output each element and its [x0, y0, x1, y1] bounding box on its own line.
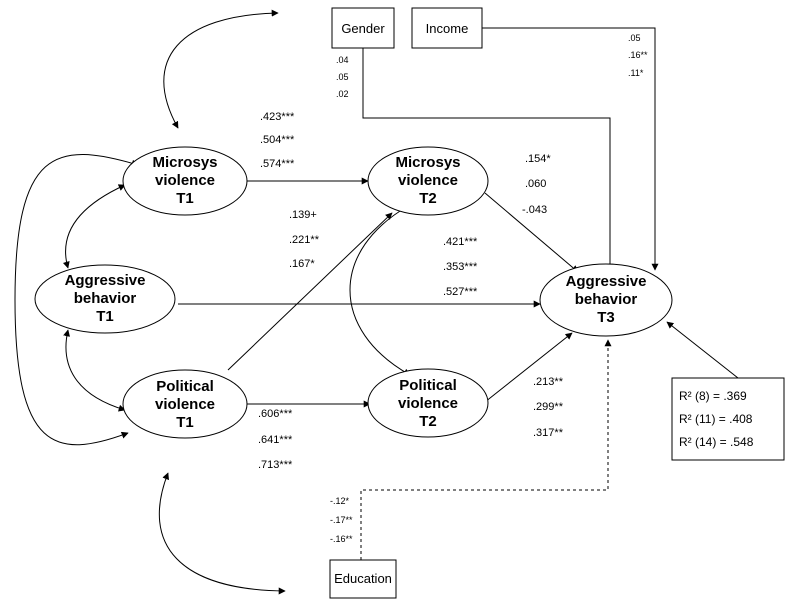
path-r2-agg3 — [666, 321, 739, 379]
correlation-arc-outer-left — [14, 154, 139, 446]
coef-agg1-agg3: .421*** .353*** .527*** — [443, 236, 478, 298]
correlation-micro2-pol2 — [349, 204, 411, 376]
coef-value: .423*** — [260, 111, 295, 123]
coef-value: .05 — [628, 33, 641, 43]
node-label: Political — [156, 378, 214, 395]
path-education-agg3 — [360, 339, 612, 560]
coef-pol2-agg3: .213** .299** .317** — [533, 376, 564, 439]
node-label: violence — [155, 396, 215, 413]
gender-label: Gender — [341, 21, 385, 36]
education-label: Education — [334, 571, 392, 586]
coef-value: -.17** — [330, 515, 353, 525]
r-squared-line: R² (8) = .369 — [679, 389, 747, 403]
path-income-agg3 — [482, 27, 659, 271]
path-gender-agg3 — [362, 48, 614, 271]
path-pol1-micro2 — [227, 212, 393, 371]
coef-value: .139+ — [289, 209, 317, 221]
node-label: violence — [398, 172, 458, 189]
node-label: T3 — [597, 309, 615, 326]
node-label: Microsys — [152, 154, 217, 171]
path-micro2-agg3 — [484, 192, 579, 273]
income-box: Income — [411, 7, 483, 49]
node-label: T2 — [419, 413, 437, 430]
coef-value: .05 — [336, 72, 349, 82]
coef-value: .606*** — [258, 408, 293, 420]
node-label: Aggressive — [566, 273, 647, 290]
coef-value: .16** — [628, 50, 648, 60]
coef-value: .11* — [628, 68, 644, 78]
path-pol2-agg3 — [484, 332, 573, 403]
coef-value: .641*** — [258, 434, 293, 446]
coef-value: .221** — [289, 234, 320, 246]
education-box: Education — [329, 559, 397, 599]
node-label: behavior — [74, 290, 137, 307]
coef-value: .154* — [525, 153, 551, 165]
coef-gender: .04 .05 .02 — [336, 55, 349, 99]
node-aggressive-t3: Aggressive behavior T3 — [539, 263, 673, 337]
node-label: Political — [399, 377, 457, 394]
coef-pol1-micro2: .139+ .221** .167* — [289, 209, 320, 270]
gender-box: Gender — [331, 7, 395, 49]
coef-value: .353*** — [443, 261, 478, 273]
node-microsys-t2: Microsys violence T2 — [367, 146, 489, 216]
coef-value: .317** — [533, 427, 564, 439]
coef-value: -.043 — [522, 204, 547, 216]
coef-value: -.16** — [330, 534, 353, 544]
correlation-micro1-agg1 — [62, 184, 126, 269]
coef-micro2-agg3: .154* .060 -.043 — [522, 153, 551, 216]
coef-value: .213** — [533, 376, 564, 388]
node-microsys-t1: Microsys violence T1 — [122, 146, 248, 216]
coef-value: .167* — [289, 258, 315, 270]
coef-value: .504*** — [260, 134, 295, 146]
node-label: Microsys — [395, 154, 460, 171]
r-squared-line: R² (14) = .548 — [679, 435, 754, 449]
node-label: Aggressive — [65, 272, 146, 289]
coef-value: -.12* — [330, 496, 350, 506]
node-label: T1 — [176, 190, 194, 207]
node-label: T1 — [176, 414, 194, 431]
coef-value: .421*** — [443, 236, 478, 248]
node-label: violence — [155, 172, 215, 189]
coef-value: .060 — [525, 178, 546, 190]
node-label: T1 — [96, 308, 114, 325]
coef-value: .02 — [336, 89, 349, 99]
coef-income: .05 .16** .11* — [628, 33, 648, 78]
coef-value: .299** — [533, 401, 564, 413]
coef-pol1-pol2: .606*** .641*** .713*** — [258, 408, 293, 471]
coef-education: -.12* -.17** -.16** — [330, 496, 353, 544]
r-squared-box: R² (8) = .369 R² (11) = .408 R² (14) = .… — [671, 377, 785, 461]
node-label: T2 — [419, 190, 437, 207]
node-political-t1: Political violence T1 — [122, 369, 248, 439]
node-label: violence — [398, 395, 458, 412]
coef-micro1-micro2: .423*** .504*** .574*** — [260, 111, 295, 170]
correlation-arc-bottom — [158, 472, 286, 595]
correlation-agg1-pol1 — [63, 329, 126, 412]
node-political-t2: Political violence T2 — [367, 368, 489, 438]
coef-value: .04 — [336, 55, 349, 65]
income-label: Income — [426, 21, 469, 36]
r-squared-line: R² (11) = .408 — [679, 412, 753, 426]
coef-value: .713*** — [258, 459, 293, 471]
node-aggressive-t1: Aggressive behavior T1 — [34, 264, 176, 334]
correlation-arc-top — [163, 9, 279, 129]
node-label: behavior — [575, 291, 638, 308]
coef-value: .527*** — [443, 286, 478, 298]
coef-value: .574*** — [260, 158, 295, 170]
